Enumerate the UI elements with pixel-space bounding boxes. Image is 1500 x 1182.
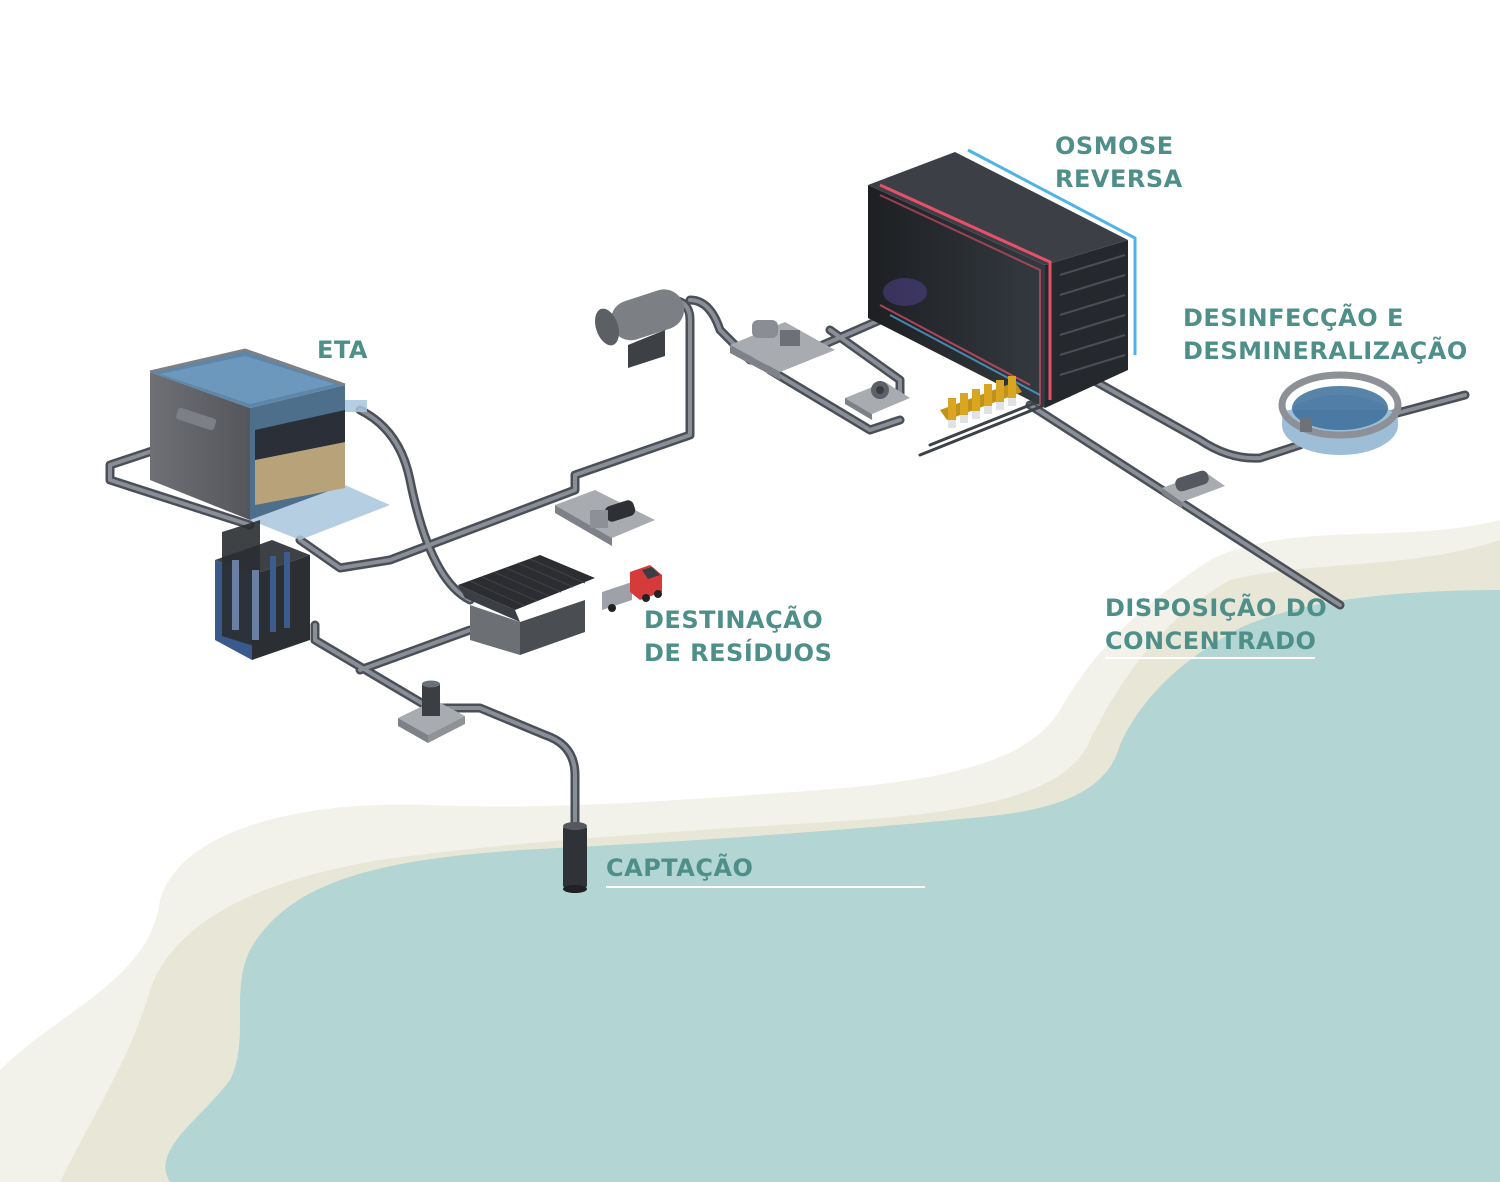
concentrate-pump — [1162, 470, 1225, 508]
intake-pipe — [563, 822, 587, 893]
eta-tank — [149, 348, 390, 540]
label-disposicao-line2: CONCENTRADO — [1105, 627, 1317, 655]
truck-icon — [602, 565, 662, 612]
residue-building — [458, 555, 595, 655]
label-disposicao-concentrado: DISPOSIÇÃO DO CONCENTRADO — [1105, 592, 1327, 658]
label-captacao: CAPTAÇÃO — [606, 852, 753, 885]
label-destinacao-line2: DE RESÍDUOS — [644, 639, 833, 667]
label-eta-text: ETA — [317, 336, 368, 364]
label-destinacao-residuos: DESTINAÇÃO DE RESÍDUOS — [644, 604, 832, 670]
filter-unit — [215, 520, 310, 660]
valve-manifold — [940, 376, 1022, 428]
label-disposicao-line1: DISPOSIÇÃO DO — [1105, 594, 1328, 622]
label-desinfeccao-line2: DESMINERALIZAÇÃO — [1183, 337, 1468, 365]
label-captacao-text: CAPTAÇÃO — [606, 854, 754, 882]
high-pressure-pump — [595, 289, 685, 368]
reverse-osmosis-unit — [868, 148, 1137, 408]
label-destinacao-line1: DESTINAÇÃO — [644, 606, 824, 634]
label-desinfeccao: DESINFECÇÃO E DESMINERALIZAÇÃO — [1183, 302, 1468, 368]
ro-feed-pump — [730, 320, 835, 380]
label-eta: ETA — [317, 334, 368, 367]
label-osmose-line2: REVERSA — [1055, 165, 1183, 193]
small-pump — [845, 381, 910, 420]
disinfection-tank — [1278, 371, 1402, 455]
label-osmose-reversa: OSMOSE REVERSA — [1055, 130, 1183, 196]
intake-pump — [398, 680, 465, 743]
booster-pump — [555, 490, 655, 546]
label-desinfeccao-line1: DESINFECÇÃO E — [1183, 304, 1404, 332]
label-osmose-line1: OSMOSE — [1055, 132, 1174, 160]
